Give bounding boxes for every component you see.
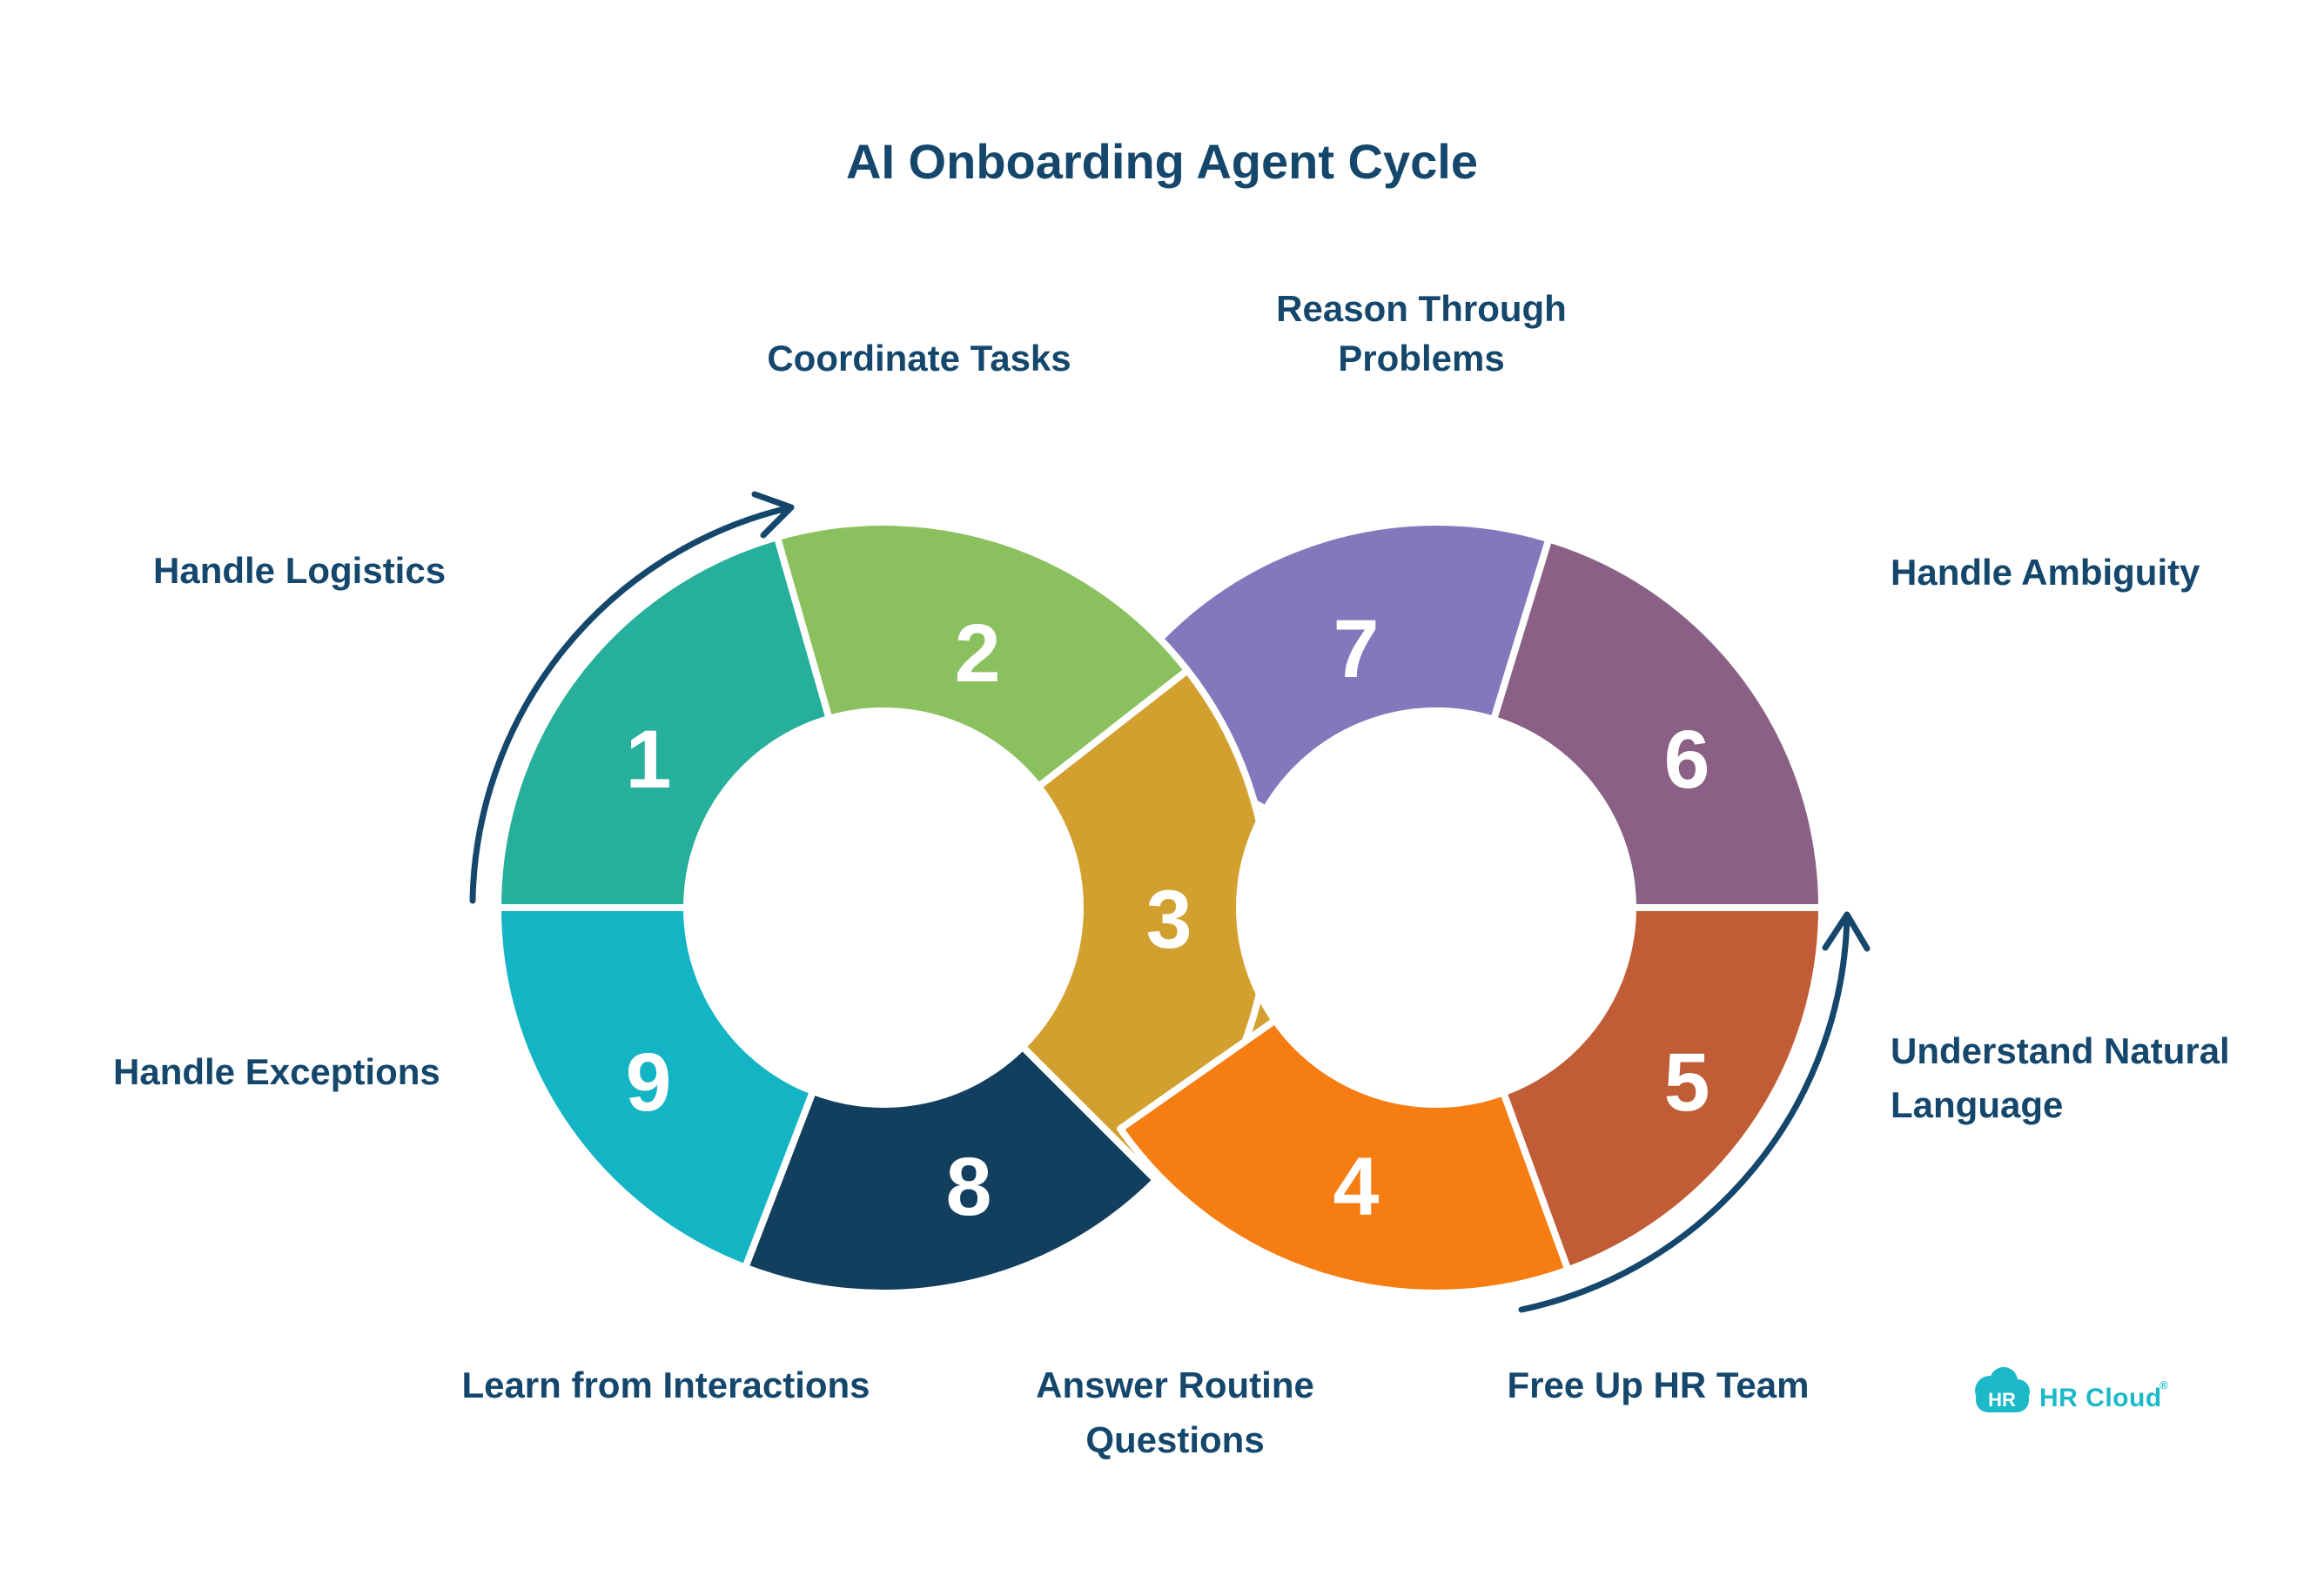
cloud-icon-hr-text: HR [1988,1389,2016,1411]
segment-8 [742,1043,1160,1297]
segment-number-3: 3 [1146,874,1192,966]
label-handle-exceptions: Handle Exceptions [113,1051,440,1092]
segment-5 [1500,904,1825,1274]
label-answer-routine-line1: Answer Routine [1036,1364,1314,1405]
label-coordinate-tasks: Coordinate Tasks [767,338,1071,379]
label-reason-through-line2: Problems [1338,338,1504,379]
brand-wordmark: HR Cloud [2039,1384,2162,1412]
label-handle-logistics: Handle Logistics [153,550,446,591]
cloud-icon [1975,1367,2030,1412]
label-understand-natural-line1: Understand Natural [1891,1030,2230,1071]
cycle-arrow-left-icon [469,491,795,904]
segment-9 [494,904,816,1271]
registered-mark: ® [2159,1378,2168,1391]
segment-1 [494,533,833,911]
label-reason-through-line1: Reason Through [1276,288,1567,329]
segment-number-5: 5 [1664,1036,1710,1129]
segment-number-8: 8 [946,1141,992,1233]
segment-number-4: 4 [1333,1141,1380,1233]
segment-number-6: 6 [1664,714,1710,806]
label-answer-routine-line2: Questions [1085,1419,1264,1460]
hr-cloud-logo: HR HR Cloud ® [1975,1367,2168,1412]
segment-4 [1117,1016,1572,1297]
donut-rings [494,519,1825,1297]
segment-number-1: 1 [626,714,672,806]
segment-2 [773,519,1192,790]
segment-number-2: 2 [955,607,1001,700]
label-handle-ambiguity: Handle Ambiguity [1891,552,2200,593]
label-free-up-hr-team: Free Up HR Team [1508,1364,1810,1405]
segment-numbers: 1 2 3 4 5 6 7 8 9 [626,603,1710,1233]
segment-number-9: 9 [626,1036,672,1129]
cycle-labels: Handle Logistics Coordinate Tasks Reason… [113,288,2230,1460]
label-understand-natural-line2: Language [1891,1084,2063,1125]
segment-number-7: 7 [1333,603,1380,695]
segment-6 [1490,535,1825,911]
label-learn-from-interactions: Learn from Interactions [461,1364,870,1405]
cycle-arrow-right-icon [1518,911,1871,1313]
page-title: AI Onboarding Agent Cycle [846,134,1478,189]
